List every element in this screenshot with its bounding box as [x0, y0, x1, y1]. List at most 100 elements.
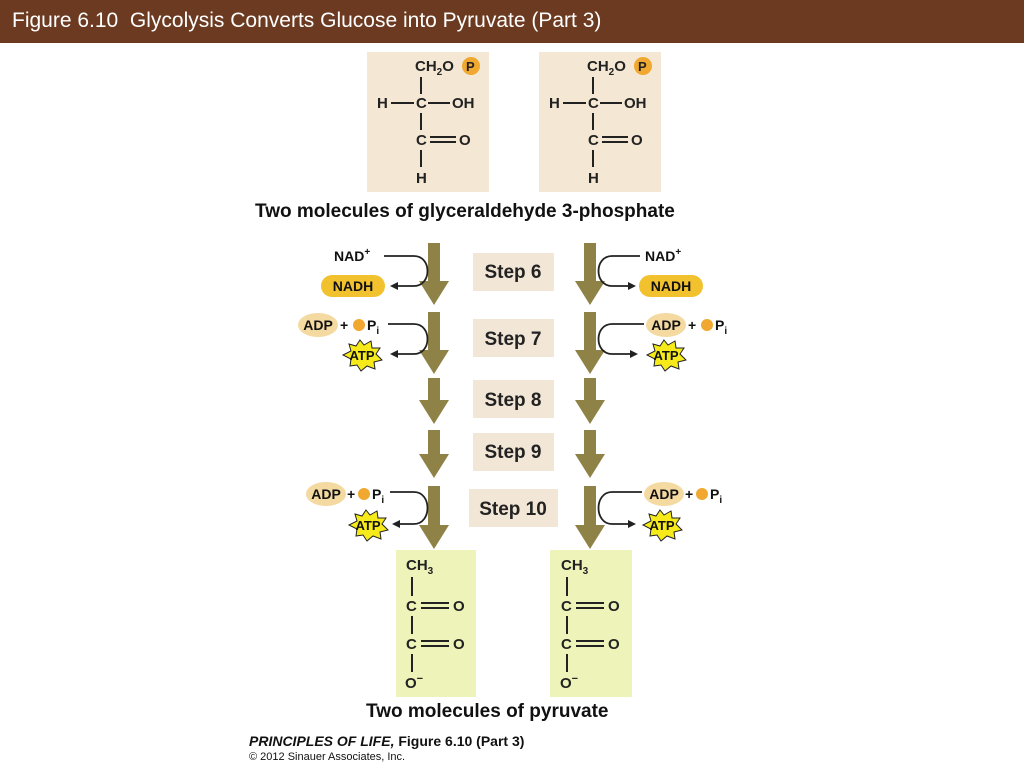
step6-cofactor-left: NAD+ NADH: [321, 247, 429, 297]
step-box: [473, 380, 554, 418]
phosphate-label: P: [466, 59, 475, 74]
pyruvate-c2-left: C: [406, 636, 417, 653]
g3p-h-right: H: [549, 95, 560, 112]
g3p-ch2-right: CH2O: [587, 58, 626, 78]
atp-label: ATP: [355, 518, 380, 533]
pyruvate-o1-right: O: [608, 598, 620, 615]
g3p-h-left: H: [377, 95, 388, 112]
pyruvate-o2-left: O: [453, 636, 465, 653]
plus-sign: +: [688, 317, 696, 333]
g3p-c1-right: C: [588, 95, 599, 112]
atp-label: ATP: [653, 348, 678, 363]
title-bar: Figure 6.10 Glycolysis Converts Glucose …: [0, 0, 1024, 43]
phosphate-dot-icon: [358, 488, 370, 500]
book-title: PRINCIPLES OF LIFE,: [249, 733, 395, 749]
pyruvate-c1-left: C: [406, 598, 417, 615]
step-box: [473, 253, 554, 291]
step10-cofactor-right: ADP + Pi ATP: [597, 482, 722, 542]
step-7-label: Step 7: [484, 329, 541, 350]
step-8-label: Step 8: [484, 390, 541, 411]
phosphate-dot-icon: [696, 488, 708, 500]
pyruvate-ch3-right: CH3: [561, 557, 589, 577]
adp-label: ADP: [311, 486, 341, 502]
down-arrow-icon: [575, 378, 605, 424]
step-box: [473, 319, 554, 357]
pathway-arrows-left: [419, 243, 449, 549]
curved-arrow-icon: [597, 323, 644, 358]
curved-arrow-icon: [384, 255, 429, 290]
pyruvate-box-right: [550, 550, 632, 697]
atp-burst-icon: [347, 509, 389, 542]
figure-credit: PRINCIPLES OF LIFE, Figure 6.10 (Part 3): [249, 733, 524, 749]
adp-blob: [298, 313, 338, 337]
g3p-oh-right: OH: [624, 95, 647, 112]
g3p-h-bottom-left: H: [416, 170, 427, 187]
down-arrow-icon: [419, 312, 449, 374]
down-arrow-icon: [419, 486, 449, 549]
phosphate-dot-icon: [353, 319, 365, 331]
pyruvate-o1-left: O: [453, 598, 465, 615]
g3p-c2-right: C: [588, 132, 599, 149]
pyruvate-molecule-right: CH3 C O C O O−: [550, 550, 632, 697]
nadh-label-left: NADH: [333, 278, 373, 294]
phosphate-dot-icon: [701, 319, 713, 331]
down-arrow-icon: [575, 312, 605, 374]
step-labels: Step 6 Step 7 Step 8 Step 9 Step 10: [469, 253, 558, 527]
step6-cofactor-right: NAD+ NADH: [597, 247, 703, 297]
plus-sign: +: [685, 486, 693, 502]
curved-arrow-icon: [597, 255, 640, 290]
curved-arrow-icon: [597, 491, 642, 528]
pyruvate-c1-right: C: [561, 598, 572, 615]
g3p-molecule-right: CH2O P H C OH C O H: [539, 52, 661, 192]
plus-sign: +: [347, 486, 355, 502]
adp-blob: [646, 313, 686, 337]
g3p-box-left: [367, 52, 489, 192]
g3p-o-right: O: [631, 132, 643, 149]
step10-cofactor-left: ADP + Pi ATP: [306, 482, 429, 542]
pi-label: Pi: [710, 486, 722, 506]
adp-blob: [644, 482, 684, 506]
step7-cofactor-left: ADP + Pi ATP: [298, 313, 429, 372]
nadh-pill: [639, 275, 703, 297]
adp-label: ADP: [651, 317, 681, 333]
g3p-caption: Two molecules of glyceraldehyde 3-phosph…: [255, 201, 675, 222]
step-9-label: Step 9: [484, 442, 541, 463]
adp-label: ADP: [303, 317, 333, 333]
pyruvate-o2-right: O: [608, 636, 620, 653]
g3p-h-bottom-right: H: [588, 170, 599, 187]
pyruvate-c2-right: C: [561, 636, 572, 653]
pi-label: Pi: [372, 486, 384, 506]
nad-label-right: NAD+: [645, 247, 681, 264]
g3p-c2-left: C: [416, 132, 427, 149]
pyruvate-caption: Two molecules of pyruvate: [366, 701, 608, 722]
down-arrow-icon: [575, 243, 605, 305]
curved-arrow-icon: [390, 491, 429, 528]
down-arrow-icon: [575, 486, 605, 549]
g3p-molecule-left: CH2O P H C OH C O H: [367, 52, 489, 192]
page-title: Figure 6.10 Glycolysis Converts Glucose …: [12, 9, 602, 32]
phosphate-icon: [634, 57, 652, 75]
curved-arrow-icon: [388, 323, 429, 358]
g3p-o-left: O: [459, 132, 471, 149]
atp-burst-icon: [341, 339, 383, 372]
atp-label: ATP: [649, 518, 674, 533]
adp-label: ADP: [649, 486, 679, 502]
adp-blob: [306, 482, 346, 506]
g3p-ch2-left: CH2O: [415, 58, 454, 78]
g3p-box-right: [539, 52, 661, 192]
atp-burst-icon: [645, 339, 687, 372]
atp-label: ATP: [349, 348, 374, 363]
nadh-pill: [321, 275, 385, 297]
step-6-label: Step 6: [484, 262, 541, 283]
down-arrow-icon: [419, 243, 449, 305]
g3p-c1-left: C: [416, 95, 427, 112]
step-box: [473, 433, 554, 471]
g3p-oh-left: OH: [452, 95, 475, 112]
step-10-label: Step 10: [479, 499, 547, 520]
pyruvate-ch3-left: CH3: [406, 557, 434, 577]
pyruvate-box-left: [396, 550, 476, 697]
down-arrow-icon: [575, 430, 605, 478]
pathway-arrows-right: [575, 243, 605, 549]
down-arrow-icon: [419, 430, 449, 478]
atp-burst-icon: [641, 509, 683, 542]
